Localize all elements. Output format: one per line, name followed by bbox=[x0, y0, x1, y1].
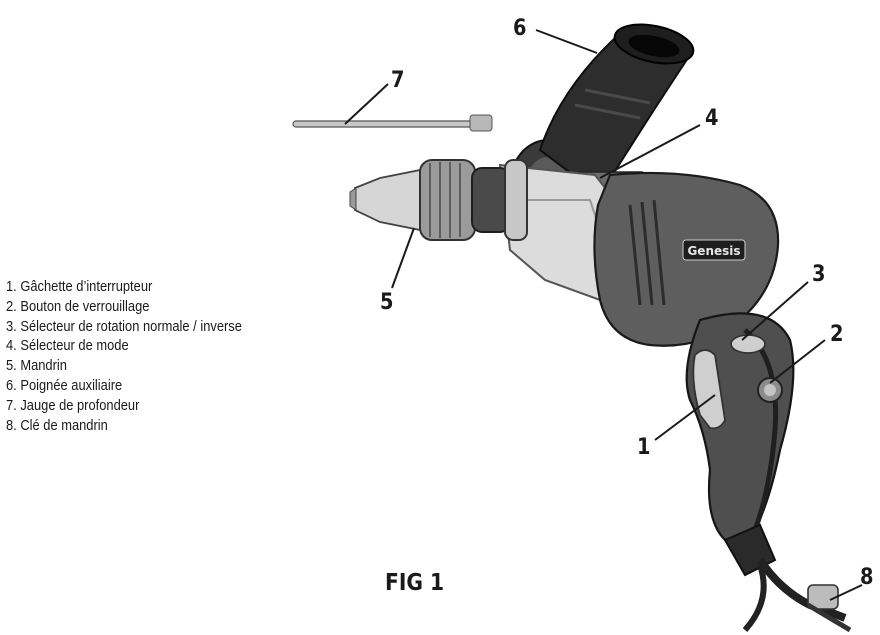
leader-line-1 bbox=[654, 394, 716, 441]
legend-item: 3. Sélecteur de rotation normale / inver… bbox=[6, 317, 242, 335]
chuck bbox=[349, 159, 528, 241]
callout-8: 8 bbox=[860, 565, 874, 590]
callout-2: 2 bbox=[830, 322, 844, 347]
brand-logo: Genesis bbox=[682, 239, 746, 261]
legend-item: 7. Jauge de profondeur bbox=[6, 396, 140, 414]
leader-line-4 bbox=[599, 124, 701, 179]
lock-button bbox=[757, 377, 783, 403]
legend-item: 4. Sélecteur de mode bbox=[6, 337, 129, 355]
legend-item: 1. Gâchette d’interrupteur bbox=[6, 278, 153, 295]
leader-line-8 bbox=[829, 584, 863, 601]
callout-6: 6 bbox=[513, 16, 527, 41]
direction-selector bbox=[730, 334, 766, 354]
leader-line-7 bbox=[344, 83, 389, 125]
callout-1: 1 bbox=[637, 435, 651, 460]
callout-4: 4 bbox=[705, 106, 719, 131]
callout-5: 5 bbox=[380, 290, 394, 315]
legend-item: 8. Clé de mandrin bbox=[6, 416, 108, 434]
figure-label: FIG 1 bbox=[385, 570, 445, 596]
callout-7: 7 bbox=[391, 68, 405, 93]
leader-line-3 bbox=[741, 281, 809, 341]
parts-legend: 1. Gâchette d’interrupteur 2. Bouton de … bbox=[6, 277, 242, 435]
leader-line-2 bbox=[769, 339, 826, 384]
legend-item: 2. Bouton de verrouillage bbox=[6, 297, 150, 315]
legend-item: 6. Poignée auxiliaire bbox=[6, 376, 123, 394]
legend-item: 5. Mandrin bbox=[6, 357, 67, 375]
chuck-key bbox=[806, 584, 852, 633]
svg-text:Genesis: Genesis bbox=[687, 244, 740, 258]
leader-line-6 bbox=[535, 29, 598, 54]
depth-gauge-rod bbox=[292, 114, 493, 132]
leader-lines bbox=[344, 29, 863, 601]
switch-trigger bbox=[692, 349, 726, 430]
callout-3: 3 bbox=[812, 262, 826, 287]
leader-line-5 bbox=[391, 227, 415, 289]
